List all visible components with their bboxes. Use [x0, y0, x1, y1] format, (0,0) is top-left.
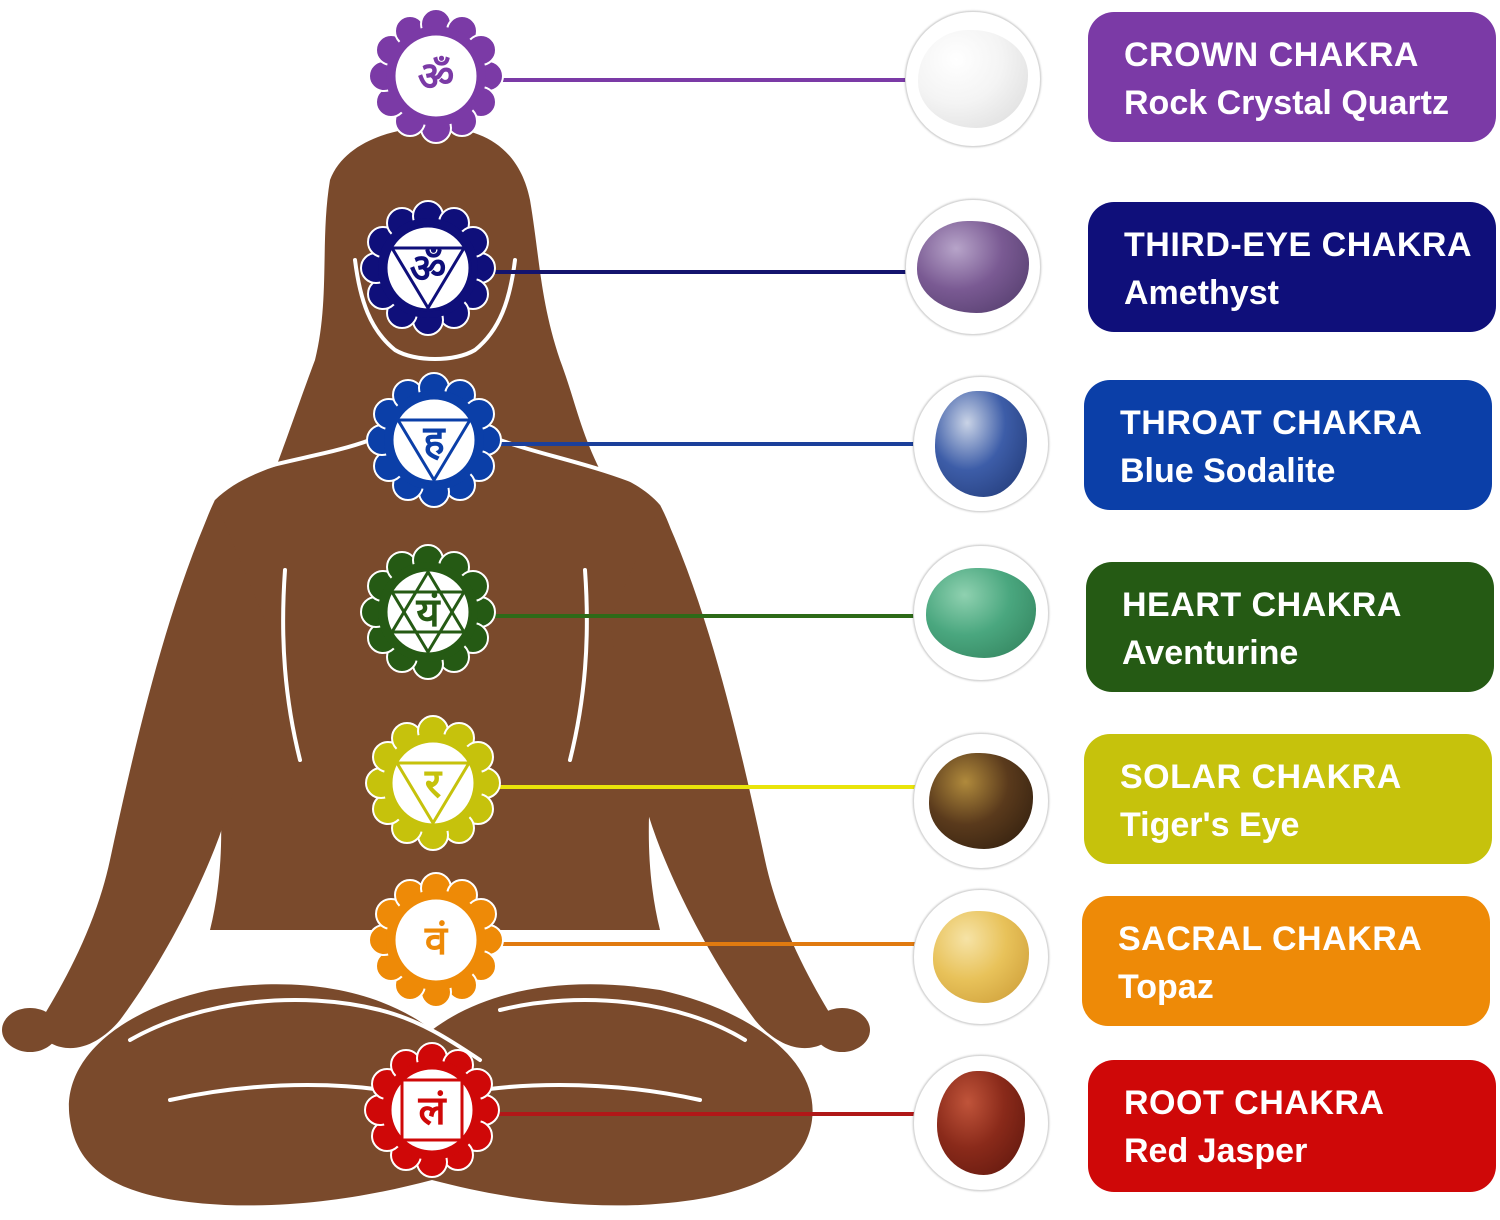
heart-label-box: HEART CHAKRA Aventurine — [1086, 562, 1494, 692]
root-stone-name: Red Jasper — [1124, 1132, 1308, 1170]
sacral-chakra-name: SACRAL CHAKRA — [1118, 920, 1423, 958]
throat-stone-icon — [935, 391, 1027, 497]
heart-stone-icon — [926, 568, 1036, 658]
sacral-stone-icon — [933, 911, 1029, 1003]
third-eye-chakra-name: THIRD-EYE CHAKRA — [1124, 226, 1472, 264]
throat-stone-name: Blue Sodalite — [1120, 452, 1336, 490]
figure-left-hand — [2, 1008, 58, 1052]
third-eye-stone-image — [905, 199, 1041, 335]
crown-label-box: CROWN CHAKRA Rock Crystal Quartz — [1088, 12, 1496, 142]
solar-chakra-glyph: र — [424, 761, 443, 807]
heart-chakra-symbol-icon: यं — [360, 544, 496, 680]
figure-outline-0 — [353, 258, 517, 361]
root-chakra-symbol-icon: लं — [364, 1042, 500, 1178]
solar-stone-name: Tiger's Eye — [1120, 806, 1300, 844]
root-stone-icon — [937, 1071, 1025, 1175]
root-chakra-name: ROOT CHAKRA — [1124, 1084, 1385, 1122]
third-eye-stone-icon — [917, 221, 1029, 313]
sacral-stone-name: Topaz — [1118, 968, 1214, 1006]
figure-outline-6 — [498, 998, 747, 1042]
solar-chakra-symbol-icon: र — [365, 715, 501, 851]
figure-torso — [191, 445, 684, 930]
solar-chakra-name: SOLAR CHAKRA — [1120, 758, 1402, 796]
crown-stone-icon — [918, 30, 1028, 128]
throat-chakra-symbol-icon: ह — [366, 372, 502, 508]
crown-chakra-symbol-icon: ॐ — [368, 8, 504, 144]
figure-right-hand — [814, 1008, 870, 1052]
sacral-chakra-symbol-icon: वं — [368, 872, 504, 1008]
figure-outline-3 — [281, 568, 302, 762]
crown-stone-name: Rock Crystal Quartz — [1124, 84, 1449, 122]
third-eye-label-box: THIRD-EYE CHAKRA Amethyst — [1088, 202, 1496, 332]
figure-outline-1 — [218, 438, 372, 482]
crown-chakra-name: CROWN CHAKRA — [1124, 36, 1419, 74]
figure-outline-5 — [128, 998, 482, 1062]
heart-chakra-glyph: यं — [415, 590, 441, 636]
third-eye-chakra-symbol-icon: ॐ — [360, 200, 496, 336]
heart-chakra-name: HEART CHAKRA — [1122, 586, 1402, 624]
solar-stone-image — [913, 733, 1049, 869]
throat-chakra-glyph: ह — [422, 418, 446, 464]
solar-stone-icon — [929, 753, 1033, 849]
sacral-stone-image — [913, 889, 1049, 1025]
crown-chakra-glyph: ॐ — [418, 54, 454, 100]
throat-label-box: THROAT CHAKRA Blue Sodalite — [1084, 380, 1492, 510]
root-label-box: ROOT CHAKRA Red Jasper — [1088, 1060, 1496, 1192]
solar-label-box: SOLAR CHAKRA Tiger's Eye — [1084, 734, 1492, 864]
throat-chakra-name: THROAT CHAKRA — [1120, 404, 1423, 442]
third-eye-stone-name: Amethyst — [1124, 274, 1279, 312]
figure-outline-4 — [568, 568, 589, 762]
heart-stone-name: Aventurine — [1122, 634, 1299, 672]
root-stone-image — [913, 1055, 1049, 1191]
sacral-chakra-glyph: वं — [424, 918, 449, 964]
third-eye-chakra-glyph: ॐ — [410, 246, 446, 292]
root-chakra-glyph: लं — [417, 1088, 447, 1134]
throat-stone-image — [913, 376, 1049, 512]
figure-left-arm — [35, 500, 265, 1049]
figure-right-arm — [610, 505, 840, 1049]
heart-stone-image — [913, 545, 1049, 681]
sacral-label-box: SACRAL CHAKRA Topaz — [1082, 896, 1490, 1026]
crown-stone-image — [905, 11, 1041, 147]
